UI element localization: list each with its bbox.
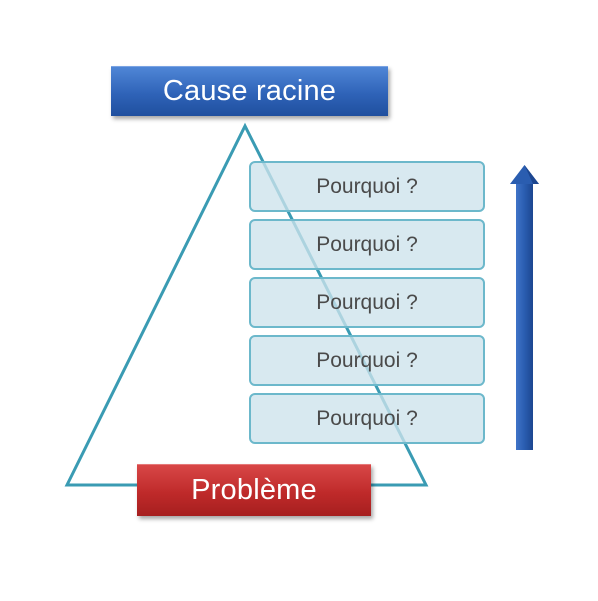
why-label: Pourquoi ? — [316, 406, 418, 430]
why-label: Pourquoi ? — [316, 232, 418, 256]
why-label: Pourquoi ? — [316, 348, 418, 372]
why-list: Pourquoi ? Pourquoi ? Pourquoi ? Pourquo… — [249, 161, 485, 451]
problem-box: Problème — [137, 464, 371, 516]
root-cause-box: Cause racine — [111, 66, 388, 116]
why-box: Pourquoi ? — [249, 161, 485, 212]
why-box: Pourquoi ? — [249, 335, 485, 386]
problem-label: Problème — [191, 474, 317, 506]
why-box: Pourquoi ? — [249, 277, 485, 328]
upward-arrow — [510, 165, 539, 450]
why-label: Pourquoi ? — [316, 290, 418, 314]
root-cause-label: Cause racine — [162, 75, 337, 107]
why-box: Pourquoi ? — [249, 219, 485, 270]
why-box: Pourquoi ? — [249, 393, 485, 444]
why-label: Pourquoi ? — [316, 174, 418, 198]
